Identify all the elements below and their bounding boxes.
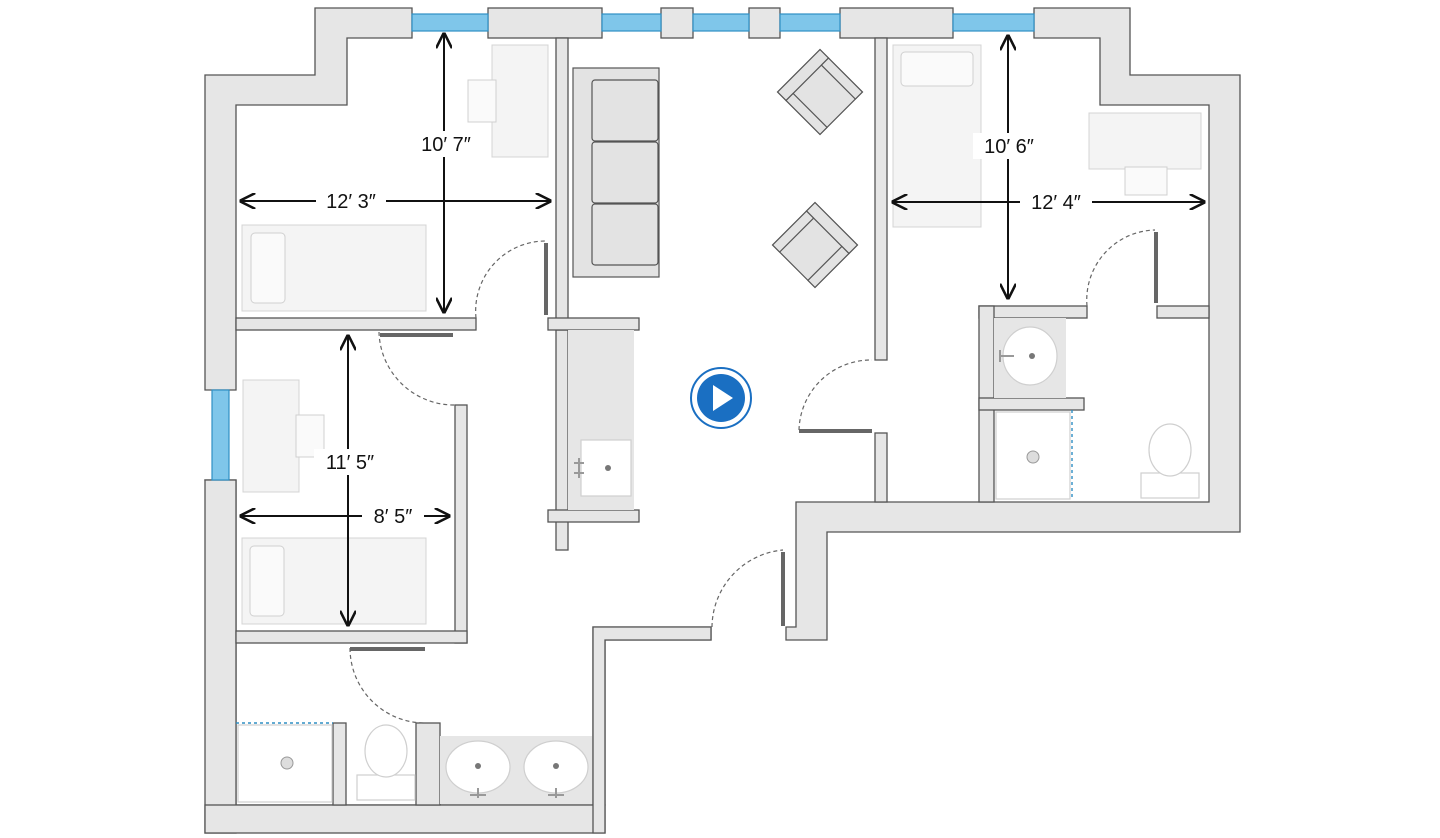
label-top-left-depth: 10′ 7″ [421, 134, 471, 156]
play-icon [713, 385, 733, 411]
windows [211, 13, 1035, 481]
window-top-left [411, 13, 489, 32]
desk-chair [1124, 166, 1168, 196]
doors [349, 229, 1158, 724]
desk [1088, 112, 1202, 170]
window-left [211, 389, 230, 481]
toilet-tank [1140, 472, 1200, 499]
window-top-right [952, 13, 1035, 32]
play-button[interactable] [690, 367, 752, 429]
pillow [250, 232, 286, 304]
label-bottom-left-width: 8′ 5″ [374, 506, 413, 528]
label-right-width: 12′ 4″ [1031, 192, 1081, 214]
armchair-bottom [771, 201, 859, 289]
toilet-bowl [1148, 423, 1192, 477]
desk [491, 44, 549, 158]
bathroom-right [994, 318, 1200, 500]
window-top-center-2 [692, 13, 750, 32]
label-top-left-width: 12′ 3″ [326, 191, 376, 213]
armchair-top [776, 48, 864, 136]
pillow [249, 545, 285, 617]
window-top-center-1 [601, 13, 662, 32]
desk [242, 379, 300, 493]
sofa [572, 67, 660, 278]
desk-chair [467, 79, 497, 123]
label-bottom-left-depth: 11′ 5″ [326, 452, 374, 474]
walls [204, 7, 1241, 834]
toilet-tank [356, 774, 416, 801]
pillow [900, 51, 974, 87]
bedroom-top-left-furniture [241, 44, 549, 312]
label-right-depth: 10′ 6″ [984, 136, 1034, 158]
bathroom-bottom-left [236, 722, 592, 804]
bedroom-bottom-left-furniture [241, 379, 427, 625]
toilet-bowl [364, 724, 408, 778]
living-area-furniture [568, 48, 864, 510]
window-top-center-3 [779, 13, 841, 32]
